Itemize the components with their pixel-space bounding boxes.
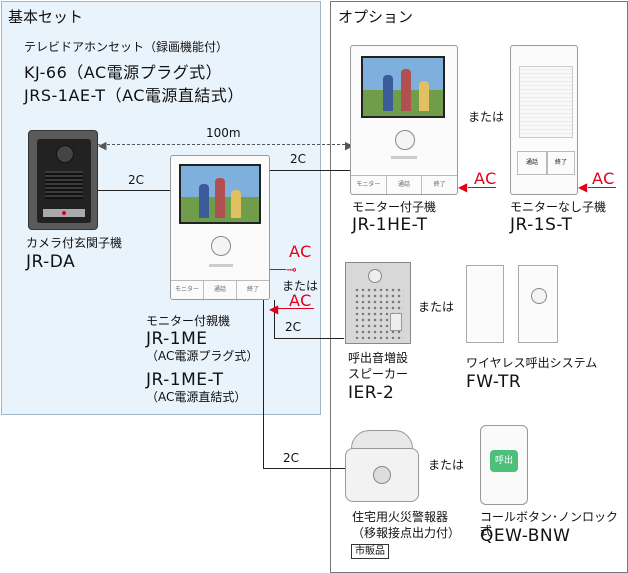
screw-icon <box>368 269 382 283</box>
sub-monitor-screen <box>361 56 445 118</box>
wireless-name: ワイヤレス呼出システム <box>466 356 598 370</box>
sub-nomonitor-model: JR-1S-T <box>510 215 573 235</box>
main-ac-or: または <box>282 279 319 293</box>
main-ac-direct-label: AC <box>289 291 312 310</box>
arrow-right-icon: ▶ <box>345 139 353 152</box>
or-2: または <box>418 300 455 314</box>
wire-label-4: 2C <box>283 451 300 465</box>
sub-call-button-icon <box>395 130 415 150</box>
sub-monitor-name: モニター付子機 <box>352 200 437 214</box>
main-ac-plug-label: AC <box>289 242 312 261</box>
alarm-name-2: （移報接点出力付） <box>352 526 461 540</box>
arrow-left-red-icon: ◀ <box>458 180 468 194</box>
camera-door-unit <box>28 130 98 230</box>
main-button-bar: モニター通話終了 <box>171 280 269 299</box>
call-button-unit: 呼出 <box>480 425 528 505</box>
callbutton-model: QEW-BNW <box>480 526 571 546</box>
main-monitor-screen <box>179 164 261 224</box>
speaker-unit <box>345 262 411 344</box>
alarm-name-1: 住宅用火災警報器 <box>352 510 449 524</box>
fire-alarm <box>345 430 419 502</box>
wireless-model: FW-TR <box>466 372 522 392</box>
sub-nomonitor-name: モニターなし子機 <box>510 200 607 214</box>
call-button-face: 呼出 <box>490 450 518 472</box>
distance-label: 100m <box>206 126 241 140</box>
arrow-left-icon: ◀ <box>98 139 107 152</box>
wire-label-2: 2C <box>290 152 307 166</box>
wire-label-1: 2C <box>128 173 145 187</box>
set-model-kj66: KJ-66（AC電源プラグ式） <box>24 63 223 82</box>
main-monitor: モニター通話終了 <box>170 155 270 300</box>
sub-monitor-model: JR-1HE-T <box>352 215 428 235</box>
wire-camera-main <box>97 190 171 191</box>
sub-nomonitor-ac: AC <box>592 169 615 188</box>
option-title: オプション <box>338 8 414 26</box>
camera-model: JR-DA <box>26 252 76 272</box>
speaker-name-1: 呼出音増設 <box>348 351 409 365</box>
set-description: テレビドアホンセット（録画機能付） <box>24 40 229 54</box>
distance-line <box>97 144 355 145</box>
main-model-2: JR-1ME-T <box>146 370 224 390</box>
main-note-1: （AC電源プラグ式） <box>146 349 259 363</box>
main-model-1: JR-1ME <box>146 329 208 349</box>
speaker-name-2: スピーカー <box>348 367 409 381</box>
main-name: モニター付親機 <box>146 314 231 328</box>
wireless-receiver <box>518 265 558 343</box>
or-3: または <box>428 458 465 472</box>
sub-monitor: モニター通話終了 <box>350 45 458 195</box>
main-call-button-icon <box>211 236 231 256</box>
alarm-sensor-icon <box>373 466 391 484</box>
wire-main-speaker-h <box>274 338 344 339</box>
receiver-button-icon <box>531 288 547 304</box>
or-1: または <box>468 110 505 124</box>
wire-main-alarm-h <box>263 468 345 469</box>
plug-icon: ⊸ <box>286 263 297 278</box>
arrow-left-red-icon: ◀ <box>578 180 588 194</box>
alarm-badge: 市販品 <box>351 544 389 559</box>
wire-main-alarm-v <box>263 300 264 468</box>
wire-main-submonitor <box>270 170 350 171</box>
wire-main-speaker-v <box>274 300 275 338</box>
camera-lens-icon <box>56 145 74 163</box>
arrow-left-red-icon: ◀ <box>269 302 279 316</box>
set-model-jrs1aet: JRS-1AE-T（AC電源直結式） <box>24 86 244 105</box>
speaker-model: IER-2 <box>348 383 395 403</box>
wire-label-3: 2C <box>285 320 302 334</box>
basic-set-title: 基本セット <box>8 8 84 26</box>
main-note-2: （AC電源直結式） <box>146 390 247 404</box>
callbutton-name: コールボタン･ノンロック式 <box>480 510 619 538</box>
wireless-transmitter <box>466 265 504 343</box>
sub-monitor-ac: AC <box>474 169 497 188</box>
camera-name: カメラ付玄関子機 <box>26 236 123 250</box>
sub-nomonitor: 通話 終了 <box>510 45 578 195</box>
sub-button-bar: モニター通話終了 <box>351 175 457 194</box>
